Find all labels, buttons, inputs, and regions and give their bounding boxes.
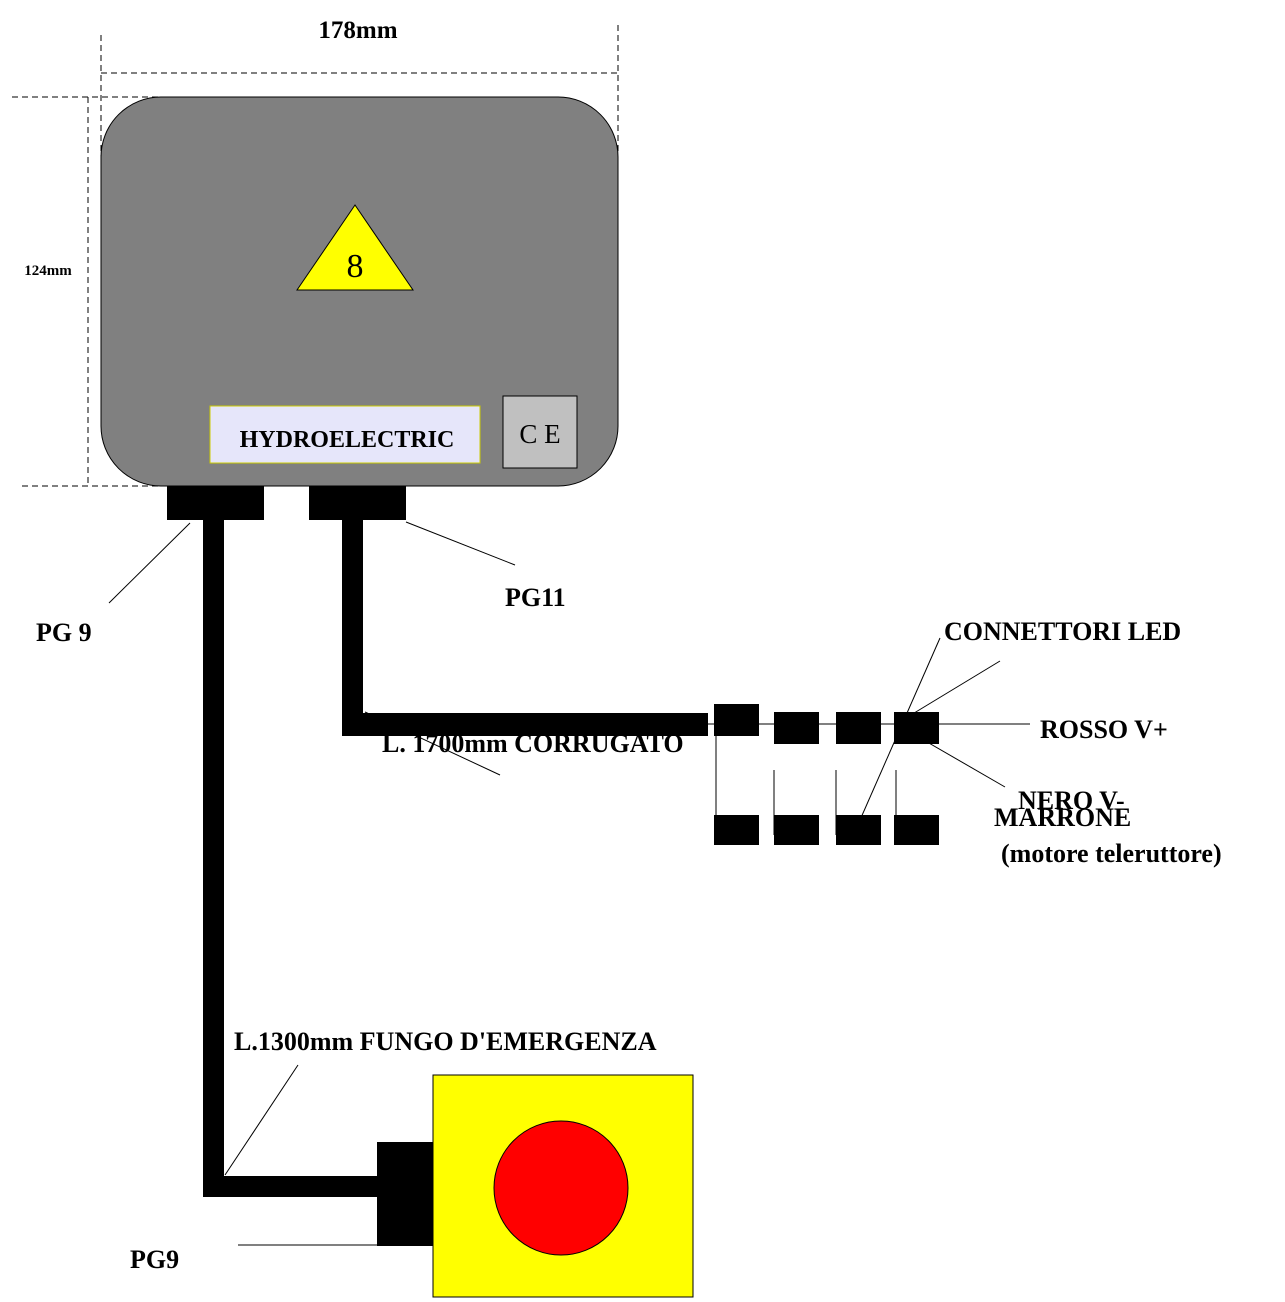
gland-pg9 <box>167 486 264 520</box>
marrone-label: MARRONE <box>994 803 1131 832</box>
gland-pg11 <box>309 486 406 520</box>
motore-label: (motore teleruttore) <box>1001 839 1222 868</box>
width-dimension-label: 178mm <box>318 17 397 44</box>
brand-label-box <box>209 405 481 464</box>
corrugated-cable-horizontal <box>342 713 708 736</box>
pg9-bottom-label: PG9 <box>130 1245 179 1274</box>
led-connector <box>836 712 881 744</box>
pg9-left-label: PG 9 <box>36 618 92 647</box>
height-dimension-label: 124mm <box>24 263 72 279</box>
brand-label: HYDROELECTRIC <box>240 427 455 453</box>
corrugated-cable-vertical <box>342 518 363 736</box>
rosso-label: ROSSO V+ <box>1040 715 1168 744</box>
dimension-lines <box>12 25 619 487</box>
triangle-number: 8 <box>347 248 364 285</box>
emergency-label: L.1300mm FUNGO D'EMERGENZA <box>234 1027 657 1056</box>
emergency-mushroom-button <box>493 1120 629 1256</box>
corrugato-label: L. 1700mm CORRUGATO <box>382 729 684 758</box>
connettori-led-label: CONNETTORI LED <box>944 617 1181 646</box>
led-connector <box>894 815 939 845</box>
led-connector <box>714 815 759 845</box>
pg11-label: PG11 <box>505 583 566 612</box>
emergency-button-base <box>377 1142 434 1246</box>
led-connector <box>894 712 939 744</box>
emergency-cable-vertical <box>203 518 224 1197</box>
warning-triangle-icon <box>296 204 414 291</box>
ce-mark-box <box>502 395 578 469</box>
led-connector <box>774 712 819 744</box>
led-connector <box>774 815 819 845</box>
emergency-cable-horizontal <box>203 1176 379 1197</box>
leader-lines <box>108 521 941 1246</box>
led-connectors <box>714 704 939 845</box>
led-connector <box>836 815 881 845</box>
ce-mark: C E <box>519 419 560 449</box>
nero-label: NERO V- <box>1018 786 1125 815</box>
led-connector <box>714 704 759 736</box>
